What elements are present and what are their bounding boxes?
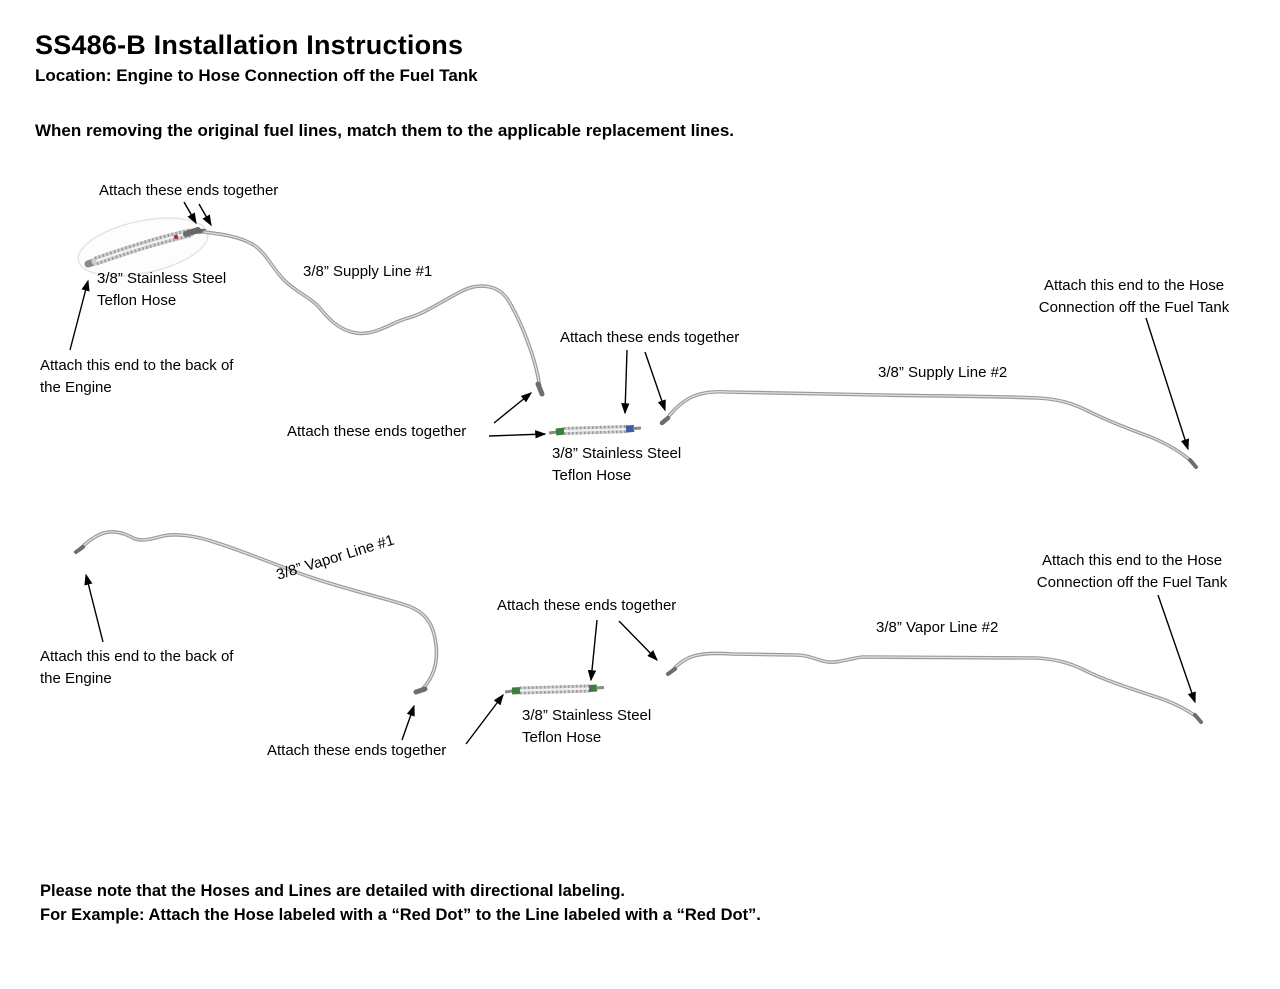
label-attach-ends-vapor-mid: Attach these ends together bbox=[497, 597, 677, 614]
arrow-attach-bottom-long bbox=[465, 693, 504, 745]
vapor-teflon-hose bbox=[504, 684, 605, 695]
location-subtitle: Location: Engine to Hose Connection off … bbox=[35, 66, 478, 85]
supply-teflon-hose-2 bbox=[548, 425, 642, 436]
arrow-bottom-ends-right bbox=[618, 620, 658, 662]
label-supply-line-2: 3/8” Supply Line #2 bbox=[878, 364, 1008, 381]
arrow-bottom-ends-left bbox=[587, 619, 598, 682]
supply-teflon-hose-1 bbox=[84, 227, 207, 268]
vapor-line-2-path bbox=[666, 651, 1203, 724]
supply-line-2-path bbox=[659, 389, 1198, 469]
arrow-mid-ends-left bbox=[621, 349, 630, 415]
arrow-tank-bottom bbox=[1157, 594, 1196, 704]
page-title: SS486-B Installation Instructions bbox=[35, 30, 464, 60]
arrow-attach-bottom-short bbox=[401, 704, 415, 741]
vapor-line-1-path bbox=[74, 530, 439, 695]
arrow-engine-top bbox=[69, 279, 90, 351]
label-attach-ends-mid: Attach these ends together bbox=[560, 329, 740, 346]
footer-note-1: Please note that the Hoses and Lines are… bbox=[40, 882, 625, 900]
label-vapor-line-2: 3/8” Vapor Line #2 bbox=[876, 619, 999, 636]
label-attach-ends-left: Attach these ends together bbox=[287, 423, 467, 440]
arrow-mid-ends-right bbox=[644, 351, 666, 412]
green-fitting bbox=[588, 684, 598, 692]
footer-note-2: For Example: Attach the Hose labeled wit… bbox=[40, 906, 761, 924]
footer-notes: Please note that the Hoses and Lines are… bbox=[40, 879, 761, 927]
arrow-top-ends-right bbox=[198, 203, 212, 227]
arrow-left-to-hose bbox=[488, 430, 547, 439]
label-tank-bottom: Attach this end to the Hose Connection o… bbox=[1036, 552, 1228, 591]
green-fitting bbox=[555, 427, 566, 436]
green-fitting bbox=[511, 687, 522, 695]
arrow-top-ends-left bbox=[183, 201, 197, 225]
arrow-tank-top bbox=[1145, 317, 1190, 451]
label-engine-bottom: Attach this end to the back of the Engin… bbox=[40, 648, 234, 687]
label-attach-ends-top: Attach these ends together bbox=[99, 182, 279, 199]
arrow-engine-bottom bbox=[84, 573, 104, 643]
label-teflon-hose-bottom: 3/8” Stainless Steel Teflon Hose bbox=[522, 707, 652, 746]
label-teflon-hose-top: 3/8” Stainless Steel Teflon Hose bbox=[97, 270, 227, 309]
instruction-line: When removing the original fuel lines, m… bbox=[35, 121, 735, 140]
arrow-left-to-line1-end bbox=[493, 392, 533, 424]
label-attach-ends-vapor-bottom: Attach these ends together bbox=[267, 742, 447, 759]
label-tank-top: Attach this end to the Hose Connection o… bbox=[1038, 277, 1230, 316]
blue-fitting bbox=[625, 425, 635, 433]
label-supply-line-1: 3/8” Supply Line #1 bbox=[303, 263, 433, 280]
red-dot-marker bbox=[173, 234, 179, 240]
supply-line-1-path bbox=[202, 230, 545, 397]
annotation-arrows bbox=[69, 201, 1196, 745]
label-teflon-hose-mid: 3/8” Stainless Steel Teflon Hose bbox=[552, 445, 682, 484]
label-engine-top: Attach this end to the back of the Engin… bbox=[40, 357, 234, 396]
